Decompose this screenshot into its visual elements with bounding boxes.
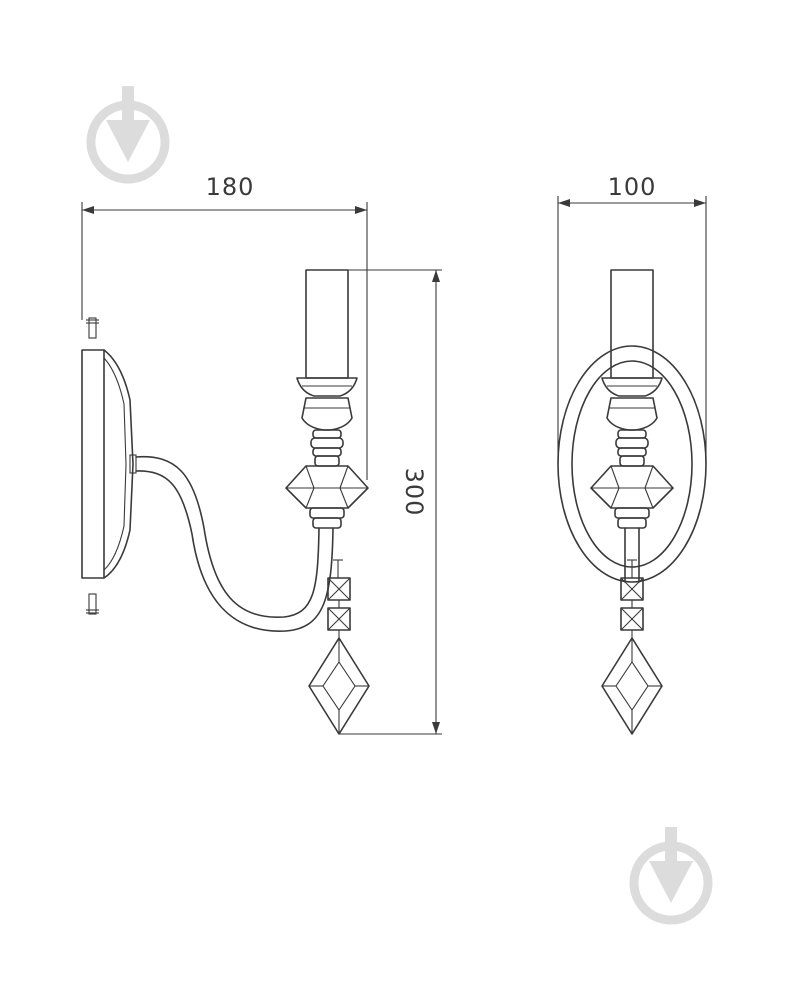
- candle-holder: [285, 269, 369, 529]
- wall-plate: [81, 349, 134, 579]
- top-screw-icon: [86, 317, 99, 339]
- dimension-180-label: 180: [206, 173, 255, 201]
- bottom-screw-icon: [86, 593, 99, 615]
- curved-arm: [129, 454, 334, 632]
- dimension-180: 180: [81, 173, 368, 480]
- side-view: [81, 269, 370, 735]
- watermark-bottom-icon: [629, 827, 713, 925]
- watermark-top-icon: [86, 86, 170, 184]
- dimension-100-label: 100: [608, 173, 657, 201]
- dimension-100: 100: [557, 173, 707, 464]
- front-view: [557, 269, 707, 735]
- dimension-300-label: 300: [400, 468, 428, 517]
- dimension-300: 300: [339, 269, 442, 735]
- pendant: [308, 559, 370, 735]
